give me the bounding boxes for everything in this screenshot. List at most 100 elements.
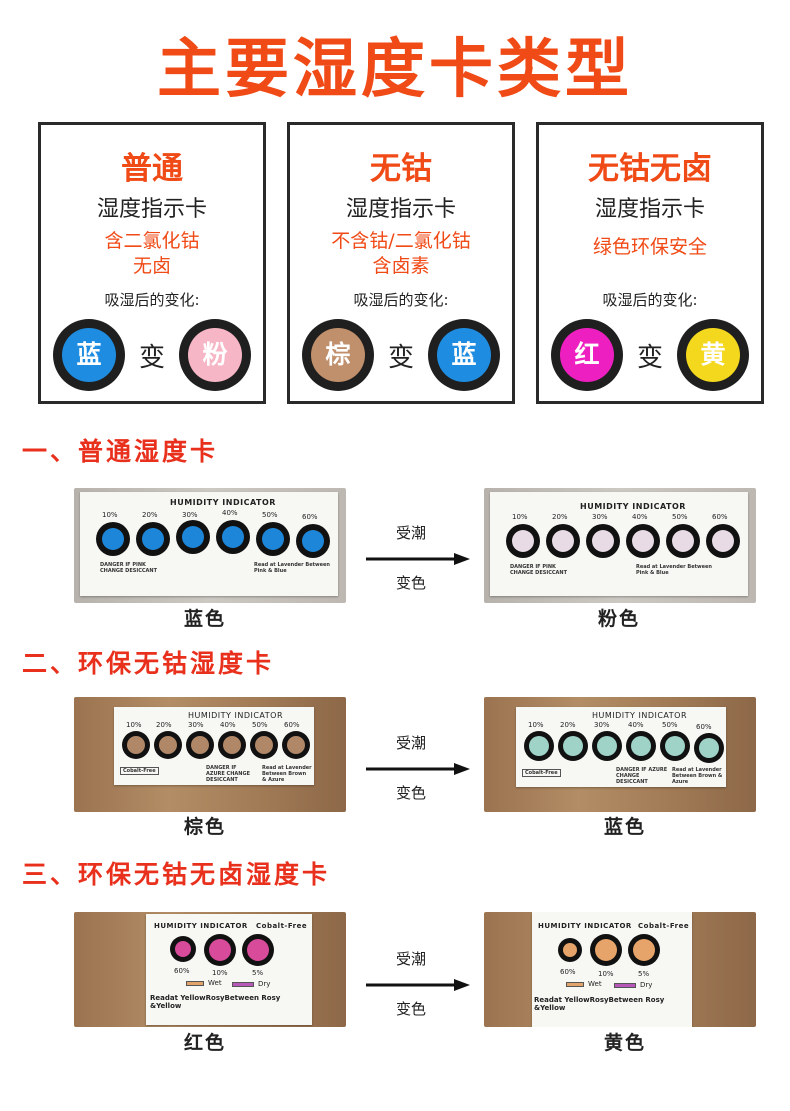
type-desc-line: 绿色环保安全 bbox=[592, 236, 707, 258]
card-photo-after: HUMIDITY INDICATOR 10% 20% 30% 40% 50% 6… bbox=[484, 697, 756, 812]
level-label: 20% bbox=[156, 721, 172, 729]
card-note: Readat YellowRosyBetween Rosy &Yellow bbox=[150, 994, 281, 1010]
card-note: Read at Lavender Between Brown & Azure bbox=[672, 767, 723, 785]
indicator-card: HUMIDITY INDICATOR 10% 20% 30% 40% 50% 6… bbox=[516, 707, 726, 787]
change-label: 吸湿后的变化: bbox=[104, 291, 200, 309]
level-label: 40% bbox=[222, 509, 238, 517]
level-label: 20% bbox=[552, 513, 568, 521]
card-note: DANGER IF AZURE CHANGE DESICCANT bbox=[206, 765, 250, 783]
type-name: 普通 bbox=[121, 151, 183, 187]
level-label: 30% bbox=[182, 511, 198, 519]
card-heading: HUMIDITY INDICATOR bbox=[154, 922, 248, 930]
card-heading: HUMIDITY INDICATOR bbox=[592, 711, 688, 720]
level-label: 10% bbox=[528, 721, 544, 729]
card-subheading: Cobalt-Free bbox=[256, 922, 308, 930]
level-label: 30% bbox=[188, 721, 204, 729]
level-label: 10% bbox=[212, 969, 228, 977]
level-label: 60% bbox=[560, 968, 576, 976]
level-label: 10% bbox=[102, 511, 118, 519]
color-after-label: 黄 bbox=[686, 328, 740, 382]
indicator-card: HUMIDITY INDICATOR Cobalt-Free 60% 10% 5… bbox=[146, 914, 312, 1025]
indicator-card: HUMIDITY INDICATOR 10% 20% 30% 40% 50% 6… bbox=[80, 492, 338, 596]
caption-after: 黄色 bbox=[604, 1032, 647, 1054]
humidity-dot bbox=[666, 524, 700, 558]
level-label: 50% bbox=[252, 721, 268, 729]
level-label: 30% bbox=[594, 721, 610, 729]
humidity-dot bbox=[186, 731, 214, 759]
change-connector: 变 bbox=[387, 343, 414, 373]
humidity-dot bbox=[558, 731, 588, 761]
indicator-card: HUMIDITY INDICATOR 10% 20% 30% 40% 50% 6… bbox=[490, 492, 748, 596]
color-change-row: 棕 变 蓝 bbox=[290, 319, 512, 391]
indicator-card: HUMIDITY INDICATOR Cobalt-Free 60% 10% 5… bbox=[532, 912, 692, 1027]
level-label: 30% bbox=[592, 513, 608, 521]
level-label: 5% bbox=[638, 970, 650, 978]
level-label: 5% bbox=[252, 969, 264, 977]
color-after-label: 蓝 bbox=[437, 328, 491, 382]
legend-dry-swatch bbox=[614, 983, 636, 988]
card-note: Cobalt-Free bbox=[522, 769, 561, 777]
type-name: 无钴无卤 bbox=[588, 151, 712, 187]
legend-dry-label: Dry bbox=[640, 981, 653, 989]
level-label: 20% bbox=[142, 511, 158, 519]
humidity-dot bbox=[256, 522, 290, 556]
type-name: 无钴 bbox=[370, 151, 432, 187]
change-label: 吸湿后的变化: bbox=[602, 291, 698, 309]
color-after-dot: 黄 bbox=[677, 319, 749, 391]
card-note: Read at Lavender Between Brown & Azure bbox=[262, 765, 312, 783]
humidity-dot bbox=[506, 524, 540, 558]
card-photo-after: HUMIDITY INDICATOR Cobalt-Free 60% 10% 5… bbox=[484, 912, 756, 1027]
caption-before: 红色 bbox=[184, 1032, 227, 1054]
type-description: 不含钴/二氯化钴 含卤素 bbox=[290, 229, 512, 279]
change-arrow: 受潮 变色 bbox=[366, 944, 470, 1034]
type-subtitle: 湿度指示卡 bbox=[594, 197, 705, 222]
caption-before: 蓝色 bbox=[184, 608, 227, 630]
color-before-label: 红 bbox=[560, 328, 614, 382]
humidity-dot bbox=[706, 524, 740, 558]
humidity-dot bbox=[218, 731, 246, 759]
humidity-dot bbox=[122, 731, 150, 759]
type-desc-line: 含二氯化钴 bbox=[104, 230, 200, 252]
legend-wet-swatch bbox=[566, 982, 584, 987]
level-label: 50% bbox=[262, 511, 278, 519]
card-subheading: Cobalt-Free bbox=[638, 922, 690, 930]
type-subtitle: 湿度指示卡 bbox=[96, 197, 207, 222]
type-card-cobalt-free: 无钴 湿度指示卡 不含钴/二氯化钴 含卤素 吸湿后的变化: 棕 变 蓝 bbox=[287, 122, 515, 404]
color-change-row: 蓝 变 粉 bbox=[41, 319, 263, 391]
humidity-dot bbox=[282, 731, 310, 759]
humidity-dot bbox=[660, 731, 690, 761]
card-heading: HUMIDITY INDICATOR bbox=[188, 711, 284, 720]
color-before-dot: 蓝 bbox=[53, 319, 125, 391]
type-desc-line: 不含钴/二氯化钴 bbox=[331, 230, 471, 252]
level-label: 10% bbox=[598, 970, 614, 978]
card-photo-before: HUMIDITY INDICATOR Cobalt-Free 60% 10% 5… bbox=[74, 912, 346, 1027]
humidity-dot bbox=[626, 731, 656, 761]
legend-dry-label: Dry bbox=[258, 980, 271, 988]
level-label: 50% bbox=[672, 513, 688, 521]
type-card-cobalt-halogen-free: 无钴无卤 湿度指示卡 绿色环保安全 吸湿后的变化: 红 变 黄 bbox=[536, 122, 764, 404]
card-heading: HUMIDITY INDICATOR bbox=[580, 502, 686, 511]
caption-after: 粉色 bbox=[598, 608, 641, 630]
legend-wet-swatch bbox=[186, 981, 204, 986]
level-label: 60% bbox=[174, 967, 190, 975]
card-photo-before: HUMIDITY INDICATOR 10% 20% 30% 40% 50% 6… bbox=[74, 697, 346, 812]
level-label: 60% bbox=[712, 513, 728, 521]
arrow-label-top: 受潮 bbox=[396, 950, 427, 968]
color-before-label: 棕 bbox=[311, 328, 365, 382]
level-label: 40% bbox=[220, 721, 236, 729]
humidity-dot bbox=[204, 934, 236, 966]
humidity-dot bbox=[170, 936, 196, 962]
change-label: 吸湿后的变化: bbox=[353, 291, 449, 309]
level-label: 10% bbox=[512, 513, 528, 521]
level-label: 20% bbox=[560, 721, 576, 729]
level-label: 60% bbox=[696, 723, 712, 731]
type-desc-line: 含卤素 bbox=[372, 255, 430, 277]
change-connector: 变 bbox=[636, 343, 663, 373]
card-note: Cobalt-Free bbox=[120, 767, 159, 775]
card-note: Read at Lavender Between Pink & Blue bbox=[254, 562, 330, 574]
section-title: 三、环保无钴无卤湿度卡 bbox=[22, 860, 331, 889]
arrow-label-bottom: 变色 bbox=[396, 1000, 427, 1018]
card-note: DANGER IF AZURE CHANGE DESICCANT bbox=[616, 767, 668, 785]
change-connector: 变 bbox=[138, 343, 165, 373]
card-note: Readat YellowRosyBetween Rosy &Yellow bbox=[534, 996, 665, 1012]
